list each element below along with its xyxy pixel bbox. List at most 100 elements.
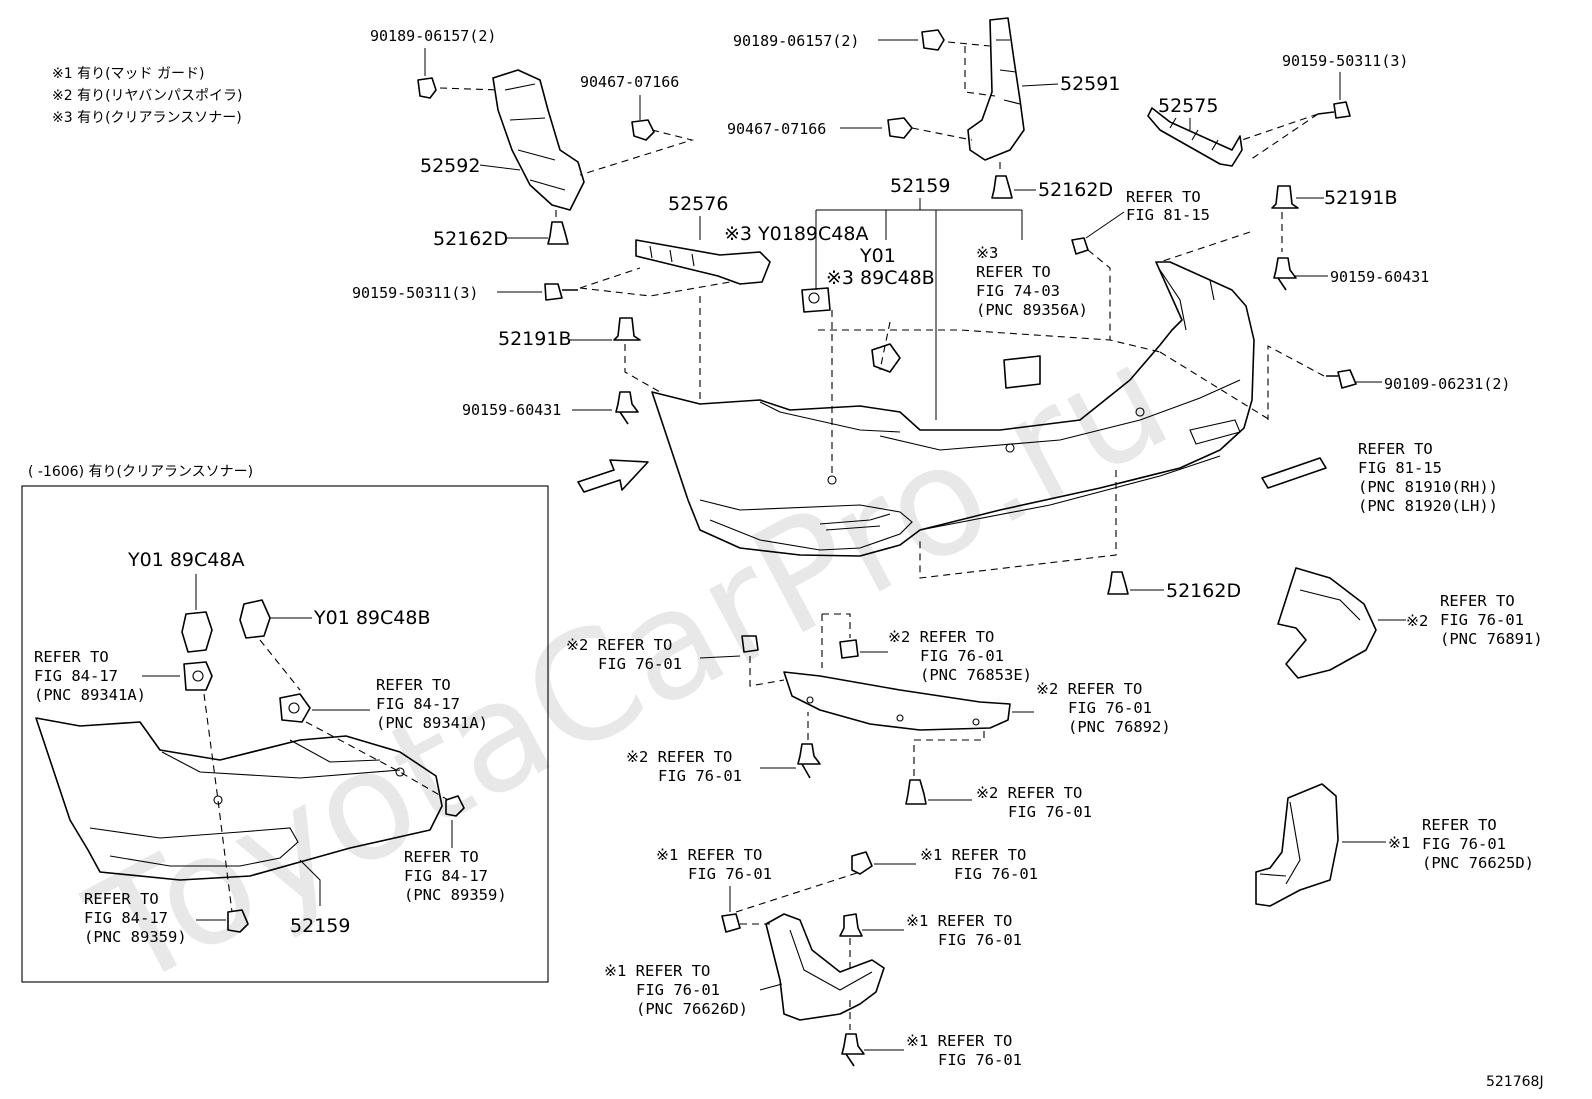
legend-item-2: ※2 有り(リヤバンパスポイラ) [52, 88, 242, 104]
inset-sensor-89341A-b[interactable] [279, 693, 311, 723]
svg-text:REFER TO: REFER TO [84, 890, 159, 908]
svg-text:※2 REFER TO: ※2 REFER TO [976, 784, 1082, 802]
inset-sensor-retainer-Y0189C48A[interactable] [181, 611, 213, 653]
svg-text:FIG 81-15: FIG 81-15 [1126, 206, 1210, 224]
svg-text:FIG 76-01: FIG 76-01 [938, 1051, 1022, 1069]
ref-76-01-k[interactable]: ※1 REFER TO FIG 76-01 [906, 1032, 1022, 1069]
clip-52191B-right[interactable] [1271, 185, 1299, 209]
svg-text:REFER TO: REFER TO [1358, 440, 1433, 458]
screw-76-01-k[interactable] [841, 1033, 865, 1067]
ref-84-17-a[interactable]: REFER TO FIG 84-17 (PNC 89341A) [34, 648, 146, 704]
ref-76-01-l[interactable]: ※1 REFER TO FIG 76-01 (PNC 76625D) [1388, 816, 1534, 872]
clip-52162D-left[interactable] [547, 221, 569, 245]
legend-item-1: ※1 有り(マッド ガード) [52, 66, 204, 82]
clip-52162D-bottom[interactable] [1107, 571, 1129, 595]
screw-76-01-d[interactable] [797, 743, 821, 779]
screw-90109-06231[interactable] [1326, 369, 1357, 389]
part-52575-retainer[interactable] [1147, 107, 1243, 167]
inset-frame [21, 485, 549, 983]
ref-84-17-b[interactable]: REFER TO FIG 84-17 (PNC 89341A) [376, 676, 488, 732]
svg-text:※1 REFER TO: ※1 REFER TO [656, 846, 762, 864]
svg-text:(PNC 89341A): (PNC 89341A) [376, 714, 488, 732]
svg-text:(PNC 76853E): (PNC 76853E) [920, 666, 1032, 684]
svg-text:FIG 81-15: FIG 81-15 [1358, 459, 1442, 477]
clip-76-01-i[interactable] [839, 913, 863, 937]
part-76625D-mud-guard[interactable] [1255, 783, 1339, 907]
part-52576-retainer[interactable] [635, 239, 771, 285]
svg-text:REFER TO: REFER TO [376, 676, 451, 694]
ref-76-01-a[interactable]: ※2 REFER TO FIG 76-01 [566, 636, 682, 673]
label-52162D-bottom: 52162D [1166, 580, 1241, 602]
clip-76-01-a[interactable] [741, 635, 759, 653]
clip-90189-right[interactable] [921, 29, 945, 51]
ref-76-01-d[interactable]: ※2 REFER TO FIG 76-01 [626, 748, 742, 785]
svg-text:REFER TO: REFER TO [404, 848, 479, 866]
label-52591: 52591 [1060, 73, 1120, 95]
ref-76-01-i[interactable]: ※1 REFER TO FIG 76-01 [906, 912, 1022, 949]
part-76891-side-spoiler[interactable] [1277, 567, 1377, 679]
svg-text:FIG 76-01: FIG 76-01 [658, 767, 742, 785]
svg-text:(PNC 89359): (PNC 89359) [84, 928, 187, 946]
nut-90467-right[interactable] [887, 117, 913, 139]
clip-52162D-top[interactable] [991, 175, 1013, 199]
clip-76-01-h[interactable] [851, 851, 873, 875]
ref-81-15-side[interactable]: REFER TO FIG 81-15 (PNC 81910(RH)) (PNC … [1358, 440, 1498, 515]
ref-76-01-j[interactable]: ※1 REFER TO FIG 76-01 (PNC 76626D) [604, 962, 748, 1018]
legend: ※1 有り(マッド ガード) ※2 有り(リヤバンパスポイラ) ※3 有り(クリ… [52, 66, 242, 126]
ref-84-17-d[interactable]: REFER TO FIG 84-17 (PNC 89359) [84, 890, 187, 946]
ref-76-01-f[interactable]: ※2 REFER TO FIG 76-01 (PNC 76891) [1406, 592, 1543, 648]
part-52592-bracket[interactable] [492, 69, 585, 211]
clip-76-01-e[interactable] [905, 779, 927, 805]
ref-81-15-top[interactable]: REFER TO FIG 81-15 [1126, 188, 1210, 224]
nut-90467-left[interactable] [631, 119, 655, 141]
label-90189-06157-left: 90189-06157(2) [370, 27, 496, 45]
screw-90159-50311-left[interactable] [544, 283, 578, 301]
screw-90159-60431-left[interactable] [615, 391, 639, 425]
svg-text:REFER TO: REFER TO [976, 263, 1051, 281]
svg-text:(PNC 89359): (PNC 89359) [404, 886, 507, 904]
ref-74-03[interactable]: ※3 REFER TO FIG 74-03 (PNC 89356A) [976, 244, 1088, 319]
label-90467-07166-left: 90467-07166 [580, 73, 679, 91]
ref-76-01-b[interactable]: ※2 REFER TO FIG 76-01 (PNC 76853E) [888, 628, 1032, 684]
label-52191B-left: 52191B [498, 328, 571, 350]
clip-52191B-left[interactable] [613, 317, 641, 341]
license-lamp-89356A[interactable] [1003, 355, 1041, 389]
clip-90189-left[interactable] [417, 77, 437, 99]
part-76892-spoiler[interactable] [783, 671, 1011, 731]
ref-76-01-g[interactable]: ※1 REFER TO FIG 76-01 [656, 846, 772, 883]
svg-text:FIG 76-01: FIG 76-01 [1440, 611, 1524, 629]
part-76626D-mud-guard[interactable] [765, 913, 885, 1021]
sensor-retainer-Y0189C48A-main[interactable] [801, 287, 831, 313]
inset-sensor-retainer-Y0189C48B[interactable] [239, 599, 271, 639]
reflector-81910-81920[interactable] [1261, 457, 1327, 489]
inset-sensor-89341A-a[interactable] [183, 661, 213, 691]
clip-76853E[interactable] [839, 639, 859, 659]
label-Y01-main: Y01 [859, 245, 896, 267]
part-52159-rear-bumper-cover[interactable] [651, 261, 1255, 557]
svg-text:REFER TO: REFER TO [34, 648, 109, 666]
screw-90159-60431-right[interactable] [1273, 257, 1297, 291]
screw-76-01-g[interactable] [721, 913, 741, 933]
ref-84-17-c[interactable]: REFER TO FIG 84-17 (PNC 89359) [404, 848, 507, 904]
svg-text:(PNC 81920(LH)): (PNC 81920(LH)) [1358, 497, 1498, 515]
label-89C48B-main: ※3 89C48B [826, 267, 935, 289]
svg-text:(PNC 89356A): (PNC 89356A) [976, 301, 1088, 319]
label-90159-60431-left: 90159-60431 [462, 401, 561, 419]
svg-text:FIG 76-01: FIG 76-01 [1008, 803, 1092, 821]
sensor-retainer-Y0189C48B-main[interactable] [871, 343, 901, 373]
ref-76-01-h[interactable]: ※1 REFER TO FIG 76-01 [920, 846, 1038, 883]
screw-81-15-top[interactable] [1071, 237, 1089, 255]
inset-sensor-89359-right[interactable] [445, 795, 465, 817]
diagram-code: 521768J [1486, 1074, 1544, 1090]
front-direction-arrow-icon [577, 459, 649, 493]
inset-label-Y0189C48A: Y01 89C48A [127, 549, 244, 571]
svg-text:FIG 76-01: FIG 76-01 [1068, 699, 1152, 717]
ref-76-01-c[interactable]: ※2 REFER TO FIG 76-01 (PNC 76892) [1036, 680, 1171, 736]
part-52591-bracket[interactable] [967, 17, 1025, 161]
label-52162D-left: 52162D [433, 228, 508, 250]
svg-text:FIG 76-01: FIG 76-01 [636, 981, 720, 999]
inset-part-52159-bumper[interactable] [35, 717, 443, 881]
screw-90159-50311-right[interactable] [1317, 101, 1351, 119]
inset-sensor-89359-left[interactable] [227, 909, 249, 933]
ref-76-01-e[interactable]: ※2 REFER TO FIG 76-01 [976, 784, 1092, 821]
